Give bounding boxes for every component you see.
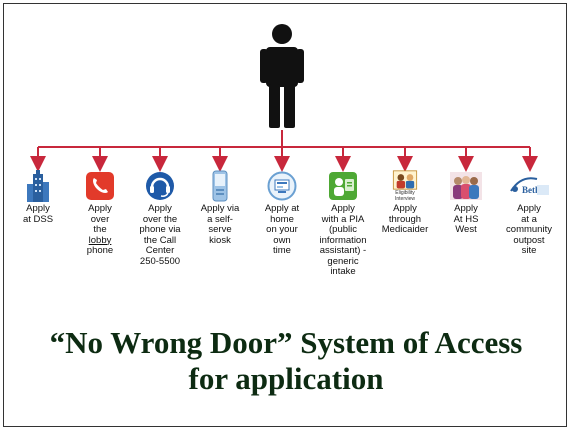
building-icon bbox=[21, 170, 55, 202]
page-title: “No Wrong Door” System of Access for app… bbox=[0, 325, 572, 397]
option-medicaider: Eligibility Interview Apply through Medi… bbox=[375, 170, 435, 236]
person-icon bbox=[260, 24, 304, 128]
label-lobby-underlined: lobby bbox=[88, 234, 112, 246]
option-label-dss: Apply at DSS bbox=[22, 203, 54, 225]
option-label-pia: Apply with a PIA (public information ass… bbox=[319, 203, 367, 277]
option-label-medicaider: Apply through Medicaider bbox=[381, 203, 429, 235]
title-line-2: for application bbox=[188, 361, 384, 396]
option-home: Apply at home on your own time bbox=[252, 170, 312, 257]
option-pia: Apply with a PIA (public information ass… bbox=[313, 170, 373, 278]
option-lobby-phone: Apply over the lobby phone bbox=[70, 170, 130, 257]
option-community-outpost: Beth Apply at a community outpost site bbox=[496, 170, 562, 257]
community-logo-icon: Beth bbox=[507, 170, 551, 202]
option-label-home: Apply at home on your own time bbox=[264, 203, 300, 256]
option-label-hs-west: Apply At HS West bbox=[453, 203, 479, 235]
headset-icon bbox=[143, 170, 177, 202]
title-line-1: “No Wrong Door” System of Access bbox=[49, 325, 523, 360]
phone-icon bbox=[83, 170, 117, 202]
assistant-icon bbox=[326, 170, 360, 202]
group-icon bbox=[449, 170, 483, 202]
medicaider-icon-caption: Eligibility Interview bbox=[394, 190, 415, 202]
label-lobby-pre: Apply over the bbox=[88, 203, 112, 235]
label-lobby-post: phone bbox=[86, 245, 114, 256]
medicaider-icon: Eligibility Interview bbox=[388, 170, 422, 202]
option-hs-west: Apply At HS West bbox=[436, 170, 496, 236]
option-dss: Apply at DSS bbox=[8, 170, 68, 225]
option-label-call-center: Apply over the phone via the Call Center… bbox=[139, 203, 181, 267]
option-label-community: Apply at a community outpost site bbox=[506, 203, 552, 256]
option-label-lobby: Apply over the lobby phone bbox=[70, 203, 130, 257]
kiosk-icon bbox=[203, 170, 237, 202]
option-kiosk: Apply via a self- serve kiosk bbox=[190, 170, 250, 246]
option-label-kiosk: Apply via a self- serve kiosk bbox=[200, 203, 240, 246]
web-icon bbox=[265, 170, 299, 202]
option-call-center: Apply over the phone via the Call Center… bbox=[130, 170, 190, 267]
community-logo-text: Beth bbox=[522, 185, 540, 195]
